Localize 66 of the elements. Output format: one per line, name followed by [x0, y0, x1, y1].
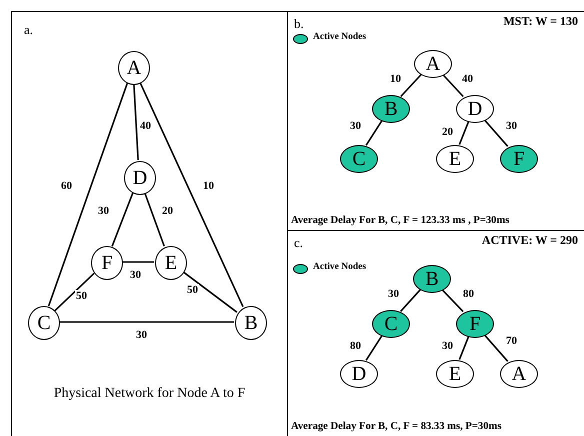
edge-label: 30	[97, 205, 110, 218]
node-circle: F	[91, 246, 123, 280]
connector-line	[365, 335, 383, 361]
node-circle: D	[124, 161, 156, 195]
connector-line	[182, 271, 238, 313]
node-circle: C	[28, 306, 60, 340]
node-circle: F	[456, 310, 494, 338]
node-circle: B	[372, 95, 410, 123]
node-circle: F	[500, 145, 538, 173]
edge-label: 50	[186, 284, 199, 296]
connector-line	[133, 84, 139, 160]
edge-label: 30	[441, 340, 454, 352]
node-circle: E	[155, 246, 187, 280]
delay-text: Average Delay For B, C, F = 123.33 ms , P=30ms	[291, 215, 510, 226]
edge-label: 40	[139, 120, 152, 132]
connector-line	[484, 119, 508, 147]
panel-letter: a.	[24, 22, 34, 38]
node-circle: A	[414, 50, 452, 78]
connector-line	[441, 288, 464, 312]
legend-label: Active Nodes	[313, 32, 366, 42]
connector-line	[400, 289, 421, 312]
edge-label: 30	[387, 288, 400, 300]
node-circle: A	[118, 51, 150, 85]
connector-line	[59, 321, 234, 323]
node-circle: C	[340, 145, 378, 173]
edge-label: 10	[389, 73, 402, 86]
node-circle: D	[340, 360, 378, 388]
connector-line	[111, 192, 134, 247]
weight-heading: ACTIVE: W = 290	[482, 233, 578, 248]
connector-line	[365, 120, 383, 146]
node-circle: A	[500, 360, 538, 388]
connector-line	[122, 261, 154, 263]
node-circle: B	[413, 265, 451, 293]
edge-label: 20	[161, 205, 174, 218]
connector-line	[54, 272, 95, 312]
edge-label: 80	[462, 288, 475, 300]
connector-line	[144, 192, 165, 246]
edge-label: 80	[349, 340, 362, 352]
edge-label: 30	[349, 120, 362, 132]
connector-line	[458, 121, 470, 145]
edge-label: 10	[202, 180, 215, 192]
panel-letter: c.	[294, 235, 304, 251]
node-circle: D	[456, 95, 494, 123]
node-circle: B	[235, 306, 267, 340]
weight-heading: MST: W = 130	[503, 14, 578, 29]
edge-label: 40	[461, 73, 474, 86]
edge-label: 60	[60, 180, 73, 192]
connector-line	[139, 82, 244, 308]
connector-line	[48, 82, 128, 306]
connector-line	[442, 74, 464, 98]
node-circle: E	[436, 360, 474, 388]
edge-label: 30	[135, 329, 148, 342]
edge-label: 30	[505, 120, 518, 132]
connector-line	[458, 336, 470, 360]
connector-line	[484, 334, 508, 362]
legend-label: Active Nodes	[313, 262, 366, 272]
edge-label: 70	[505, 335, 518, 348]
edge-label: 20	[441, 126, 454, 138]
delay-text: Average Delay For B, C, F = 83.33 ms, P=30ms	[291, 421, 502, 432]
caption-text: Physical Network for Node A to F	[52, 386, 246, 402]
node-circle: E	[436, 145, 474, 173]
edge-label: 50	[75, 290, 88, 302]
edge-label: 30	[129, 269, 142, 282]
connector-line	[400, 74, 422, 98]
node-circle: C	[372, 310, 410, 338]
panel-letter: b.	[294, 16, 304, 32]
